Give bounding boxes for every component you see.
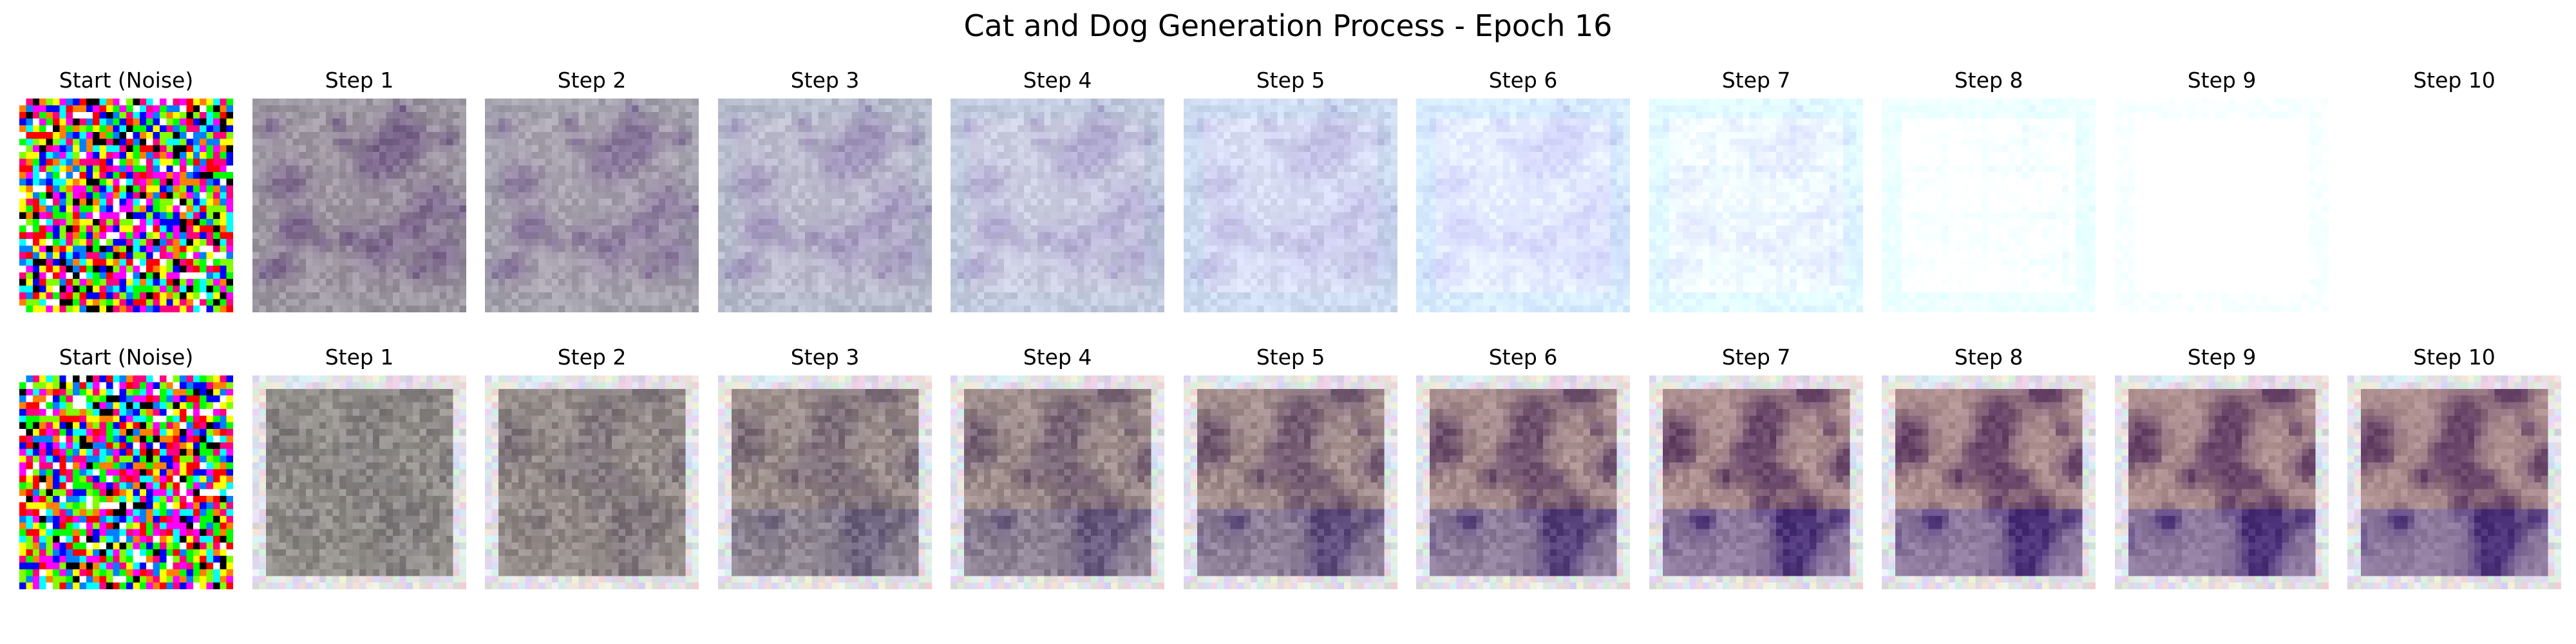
panel-title: Step 7 [1721, 68, 1791, 93]
panel-title: Step 5 [1256, 345, 1325, 370]
generated-image [951, 99, 1164, 312]
generated-image [1184, 99, 1397, 312]
panel-title: Step 2 [557, 345, 627, 370]
panel-title: Step 9 [2187, 345, 2257, 370]
panel-title: Step 10 [2413, 345, 2496, 370]
generated-image [2115, 99, 2329, 312]
panel-title: Start (Noise) [59, 68, 194, 93]
generated-image [951, 375, 1164, 589]
generated-image [2347, 375, 2561, 589]
generated-image [1649, 375, 1863, 589]
generated-image [1416, 99, 1630, 312]
generated-image [19, 375, 233, 589]
generated-image [2347, 99, 2561, 312]
panel-title: Step 1 [325, 345, 394, 370]
generated-image [2115, 375, 2329, 589]
generated-image [1416, 375, 1630, 589]
panel-title: Step 7 [1721, 345, 1791, 370]
generated-image [485, 375, 699, 589]
panel-title: Step 3 [790, 345, 860, 370]
panel-title: Step 2 [557, 68, 627, 93]
figure-title: Cat and Dog Generation Process - Epoch 1… [963, 8, 1613, 43]
panel-title: Step 6 [1488, 345, 1558, 370]
generated-image [1184, 375, 1397, 589]
panel-title: Step 8 [1954, 68, 2023, 93]
generated-image [252, 375, 466, 589]
panel-title: Step 3 [790, 68, 860, 93]
panel-title: Step 8 [1954, 345, 2023, 370]
panel-title: Step 6 [1488, 68, 1558, 93]
panel-title: Step 4 [1023, 68, 1092, 93]
generated-image [718, 99, 932, 312]
panel-title: Start (Noise) [59, 345, 194, 370]
generated-image [19, 99, 233, 312]
generated-image [718, 375, 932, 589]
generated-image [485, 99, 699, 312]
panel-title: Step 9 [2187, 68, 2257, 93]
generated-image [1882, 375, 2096, 589]
generated-image [1882, 99, 2096, 312]
panel-title: Step 4 [1023, 345, 1092, 370]
panel-title: Step 10 [2413, 68, 2496, 93]
generation-row-2: Start (Noise) Step 1 Step 2 Step 3 Step … [0, 341, 2576, 599]
generated-image [252, 99, 466, 312]
generated-image [1649, 99, 1863, 312]
panel-title: Step 5 [1256, 68, 1325, 93]
generation-row-1: Start (Noise) Step 1 Step 2 Step 3 Step … [0, 64, 2576, 322]
panel-title: Step 1 [325, 68, 394, 93]
